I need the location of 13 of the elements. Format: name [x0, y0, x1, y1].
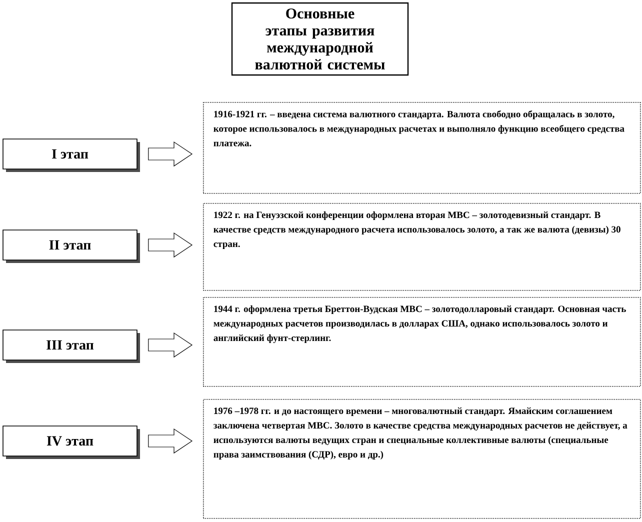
- arrow: [148, 332, 193, 358]
- stage-box: III этап: [2, 330, 138, 360]
- arrow: [148, 232, 193, 258]
- description-box: 1976 –1978 гг. и до настоящего времени – многовалютный стандарт. Ямайским соглашением заключена четвертая МВС. Золото в качестве средства международных расчетов не действует, а используются валюты ведущих стран и специальные коллективные валюты (специальные права заимствования (СДР), евро и др.): [203, 399, 641, 519]
- description-box: 1916-1921 гг. – введена система валютного стандарта. Валюта свободно обращалась в золото, которое использовалось в международных расчетах и выполняло функцию всеобщего средства платежа.: [203, 102, 641, 194]
- arrow: [148, 141, 193, 167]
- stage-box: IV этап: [2, 426, 138, 456]
- description-box: 1944 г. оформлена третья Бреттон-Вудская МВС – золотодолларовый стандарт. Основная часть международных расчетов производилась в долларах США, однако использовалось золото и английский фунт-стерлинг.: [203, 297, 641, 387]
- stage-box: II этап: [2, 230, 138, 260]
- description-box: 1922 г. на Генуэзской конференции оформлена вторая МВС – золотодевизный стандарт. В качестве средств международного расчета использовалось золото, а так же валюта (девизы) 30 стран.: [203, 203, 641, 291]
- arrow: [148, 428, 193, 454]
- title-box: Основные этапы развития международной валютной системы: [231, 2, 409, 76]
- stage-box: I этап: [2, 138, 138, 170]
